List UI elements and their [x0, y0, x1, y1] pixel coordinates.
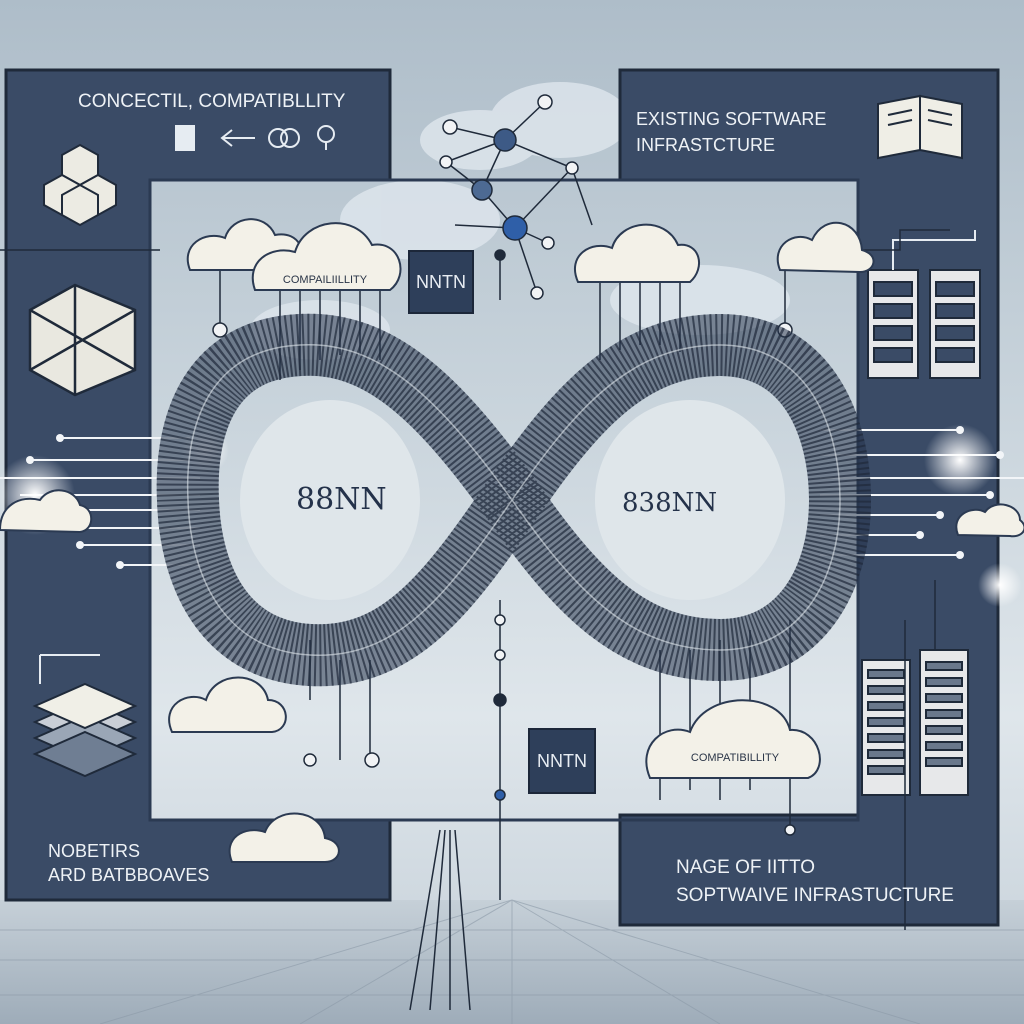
connector-nodes	[212, 249, 796, 836]
network-graph-icon	[439, 94, 593, 300]
cloud-right-edge-mid	[955, 503, 1024, 538]
open-book-icon	[877, 94, 963, 160]
infinity-right-label: 838NN	[622, 488, 718, 518]
top-left-panel-title: CONCECTIL, COMPATIBLLITY	[78, 91, 346, 112]
cloud-compatibility-top	[251, 222, 402, 291]
cloud-right-edge	[776, 221, 875, 274]
floor-grid	[0, 899, 1024, 1024]
top-right-panel-title-line1: EXISTING SOFTWARE	[636, 109, 827, 129]
cloud-compatibility-bottom	[645, 699, 821, 779]
wireframe-cube-icon	[28, 283, 137, 397]
server-rack-bottom-icon	[861, 649, 969, 796]
cloud-bottom-left	[168, 676, 287, 733]
stacked-layers-icon	[32, 654, 138, 778]
compatibility-icon-row	[175, 125, 335, 151]
tag-bottom-center: NNTN	[528, 728, 596, 794]
cloud-bottom-left-2	[228, 812, 340, 863]
cloud-top-compatibility-label: COMPAILIILLITY	[282, 274, 368, 286]
right-glow	[924, 424, 996, 496]
infinity-left-label: 88NN	[296, 482, 387, 517]
right-glow-small	[978, 563, 1022, 607]
bottom-right-panel-line1: NAGE OF IITTO	[676, 857, 815, 878]
infinity-right-loop	[595, 400, 785, 600]
cloud-left-edge	[0, 489, 93, 534]
server-rack-icon	[867, 230, 981, 379]
infinity-left-loop	[240, 400, 420, 600]
cloud-top-right	[574, 223, 700, 283]
bottom-left-panel-line1: NOBETIRS	[48, 841, 141, 861]
tag-top-center: NNTN	[408, 250, 474, 314]
infinity-mesh	[156, 313, 871, 687]
bottom-right-panel-line2: SOPTWAIVE INFRASTUCTURE	[676, 885, 954, 906]
top-right-panel-title-line2: INFRASTCTURE	[636, 135, 775, 155]
cube-cluster-icon	[43, 143, 117, 227]
bottom-left-panel-line2: ARD BATBBOAVES	[48, 865, 210, 885]
cloud-bottom-compatibility-label: COMPATIBILLITY	[690, 752, 780, 764]
